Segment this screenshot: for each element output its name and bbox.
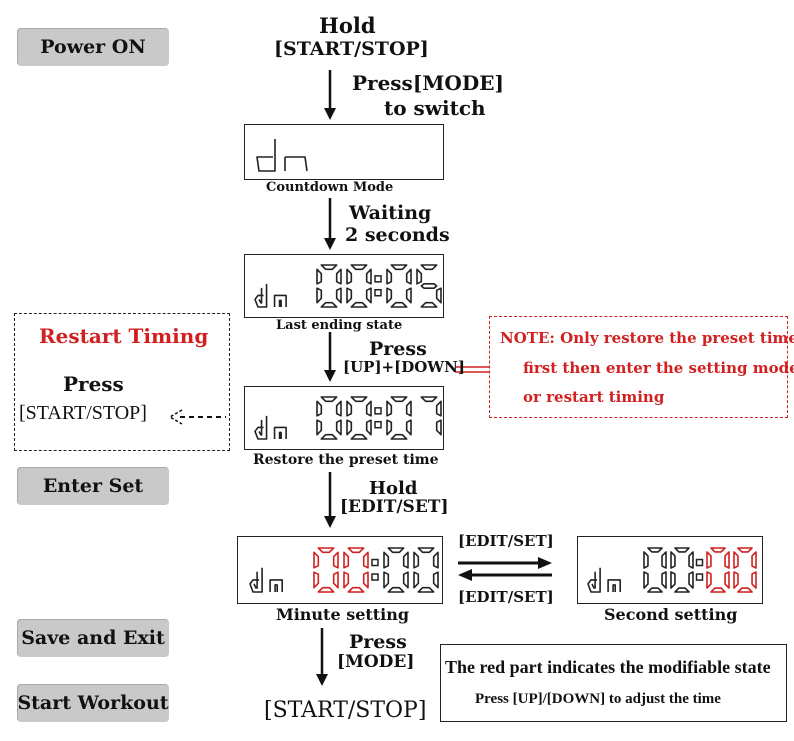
step-start-workout: Start Workout — [17, 684, 169, 722]
step-power-on: Power ON — [17, 28, 169, 66]
note-box: NOTE: Only restore the preset time first… — [489, 316, 794, 418]
hold-label-2: Hold — [369, 478, 418, 499]
up-down-label: [UP]+[DOWN] — [343, 358, 465, 376]
lcd-digit — [670, 547, 694, 593]
lcd-last-state — [254, 264, 442, 308]
display-countdown-mode: dn — [244, 124, 444, 180]
display-minute-setting — [237, 536, 443, 604]
mode-label-3: [MODE] — [337, 652, 415, 672]
legend-line-2: Press [UP]/[DOWN] to adjust the time — [475, 691, 721, 707]
press-label-2: Press — [369, 338, 427, 360]
edit-set-label: [EDIT/SET] — [340, 497, 449, 517]
final-start-stop: [START/STOP] — [264, 698, 427, 723]
lcd-dn-1 — [256, 139, 308, 172]
lcd-digit — [316, 396, 342, 440]
lcd-colon — [695, 558, 704, 581]
note-line-3: or restart timing — [523, 388, 665, 406]
arrow-countdown-to-last — [324, 198, 336, 250]
lcd-digit — [313, 547, 339, 593]
lcd-mode-dn — [254, 283, 287, 308]
restart-dashed-arrow — [168, 409, 226, 425]
edit-set-bottom: [EDIT/SET] — [458, 588, 554, 606]
lcd-mode-dn — [249, 567, 283, 593]
lcd-digit — [420, 396, 442, 436]
lcd-digit — [346, 264, 372, 308]
lcd-digit — [413, 547, 439, 593]
minute-setting-caption: Minute setting — [276, 605, 410, 624]
restart-key: [START/STOP] — [19, 402, 147, 424]
lcd-digit — [733, 547, 757, 593]
lcd-colon — [371, 558, 379, 581]
lcd-minute — [249, 547, 439, 593]
step-save-exit: Save and Exit — [17, 619, 169, 657]
note-line-1: NOTE: Only restore the preset time — [500, 329, 794, 347]
restart-box: Restart Timing Press [START/STOP] — [14, 313, 230, 451]
lcd-colon — [374, 407, 382, 429]
note-connector — [455, 366, 489, 373]
arrow-preset-to-minute — [324, 472, 336, 528]
lcd-digit — [416, 264, 442, 308]
lcd-digit — [346, 396, 372, 440]
lcd-second — [587, 547, 757, 593]
arrow-minute-to-second — [458, 557, 552, 569]
display-preset — [244, 386, 444, 450]
lcd-mode-dn — [254, 415, 287, 440]
legend-box: The red part indicates the modifiable st… — [440, 644, 787, 722]
countdown-mode-caption: Countdown Mode — [266, 180, 394, 195]
lcd-preset — [254, 396, 442, 440]
lcd-digit — [383, 547, 409, 593]
arrow-minute-to-start — [316, 628, 328, 686]
arrow-second-to-minute — [458, 569, 552, 581]
step-enter-set: Enter Set — [17, 467, 169, 505]
start-stop-label: [START/STOP] — [274, 38, 429, 60]
lcd-digit — [343, 547, 369, 593]
display-second-setting — [577, 536, 763, 604]
arrow-power-to-countdown — [324, 70, 336, 120]
press-mode-label: Press[MODE] — [352, 71, 504, 95]
lcd-digit — [706, 547, 730, 593]
second-setting-caption: Second setting — [604, 605, 738, 624]
hold-label: Hold — [319, 13, 376, 38]
to-switch-label: to switch — [384, 96, 486, 120]
lcd-mode-dn — [587, 567, 621, 593]
edit-set-top: [EDIT/SET] — [458, 532, 554, 550]
last-state-caption: Last ending state — [276, 318, 403, 333]
lcd-digit — [643, 547, 667, 593]
note-line-2: first then enter the setting mode — [523, 359, 794, 377]
two-seconds-label: 2 seconds — [345, 224, 450, 246]
lcd-digit — [316, 264, 342, 308]
press-label-3: Press — [349, 631, 407, 653]
arrow-last-to-preset — [324, 332, 336, 382]
display-last-state — [244, 254, 444, 318]
lcd-digit — [386, 396, 412, 440]
legend-line-1: The red part indicates the modifiable st… — [445, 657, 771, 677]
restart-press: Press — [63, 372, 124, 396]
restore-preset-caption: Restore the preset time — [253, 452, 439, 468]
restart-title: Restart Timing — [39, 324, 209, 348]
lcd-digit — [386, 264, 412, 308]
lcd-colon — [374, 275, 382, 297]
waiting-label: Waiting — [349, 202, 432, 224]
